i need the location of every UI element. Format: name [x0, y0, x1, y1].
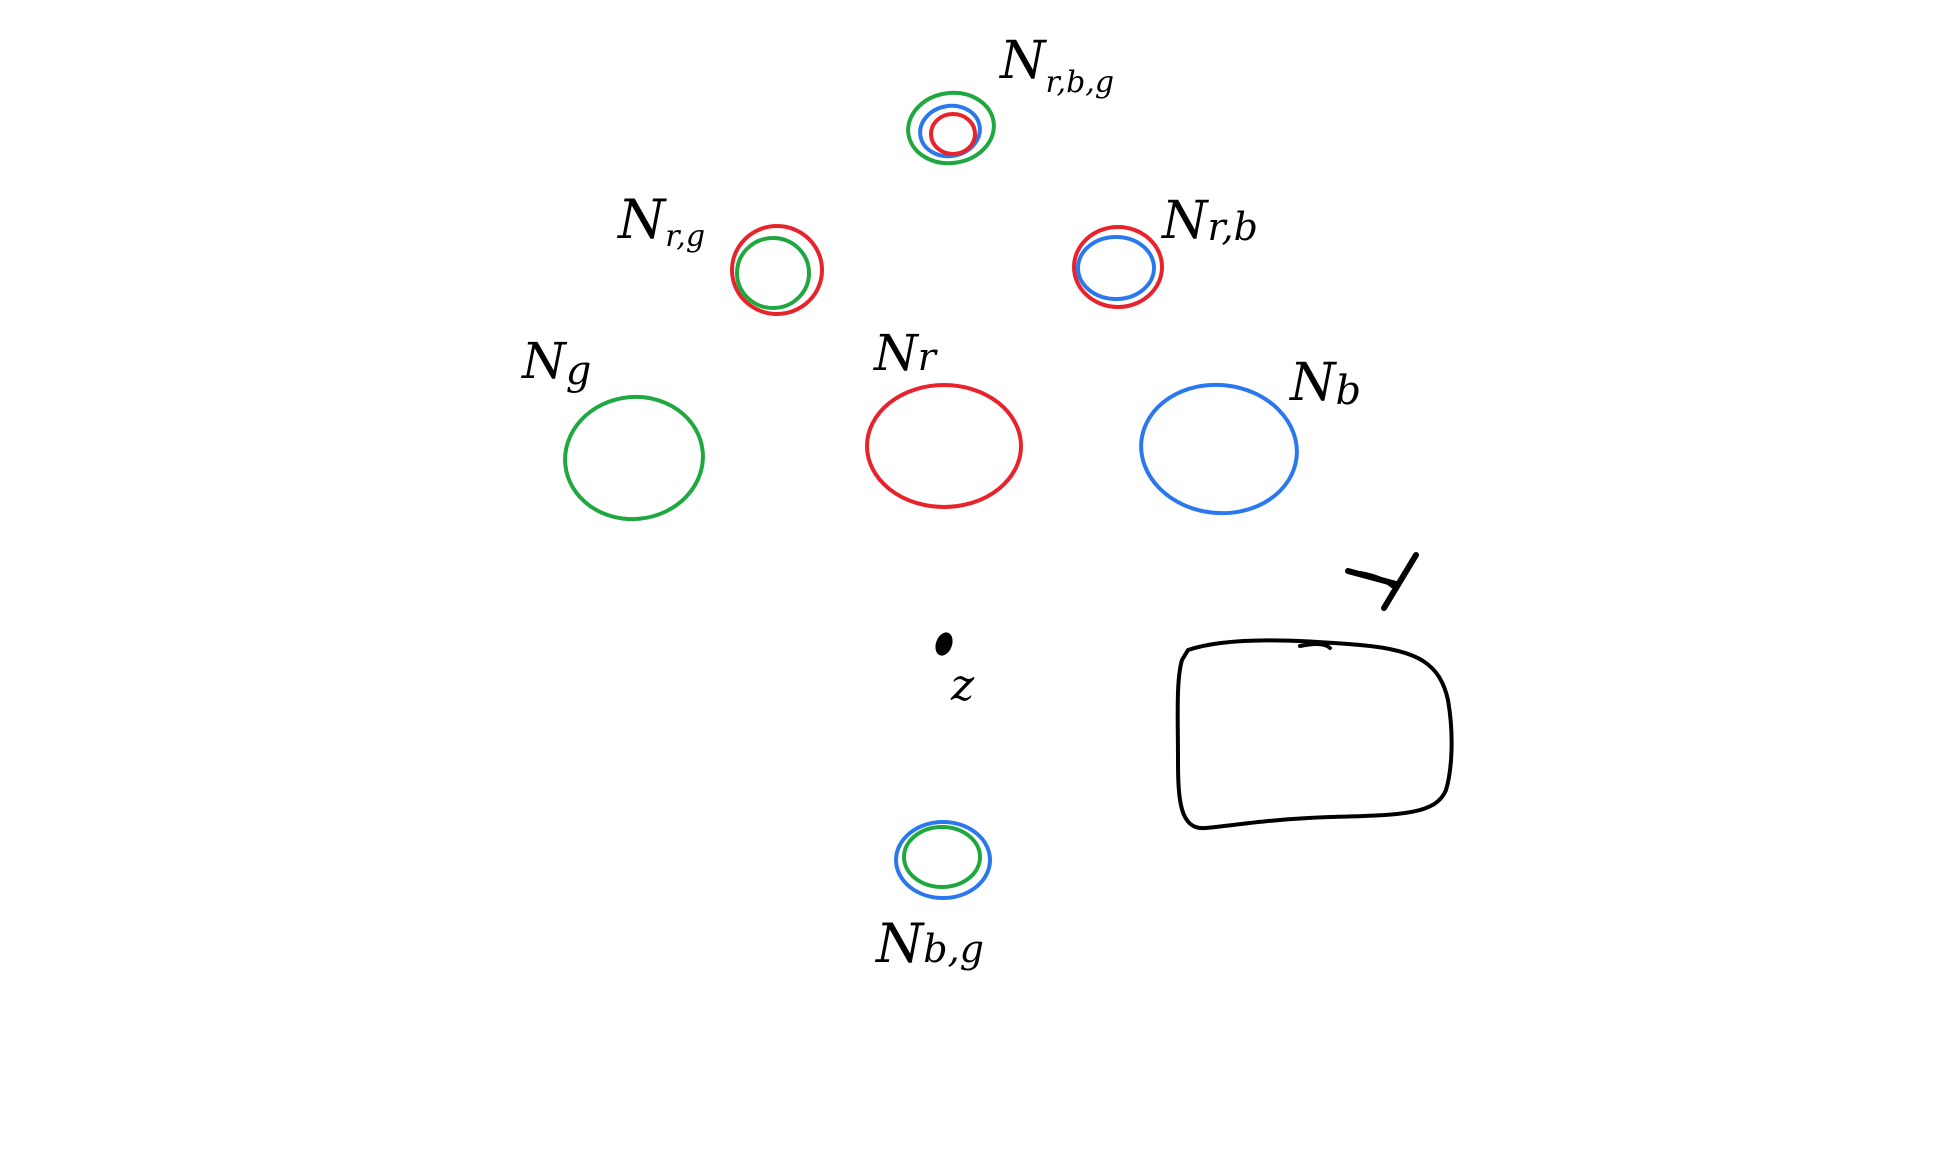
label-n-g-main: N	[521, 332, 568, 390]
circle-green-rbg	[906, 90, 996, 166]
label-n-r-main: N	[873, 324, 920, 382]
point-z: z	[935, 632, 975, 711]
label-n-bg-main: N	[874, 912, 925, 975]
angle-mark-curl	[1358, 571, 1394, 588]
angle-mark-long	[1381, 552, 1419, 611]
label-n-g-sub: g	[566, 348, 592, 394]
label-n-b: Nb	[1288, 353, 1361, 414]
node-n-g: Ng	[521, 332, 705, 522]
node-n-r: Nr	[865, 324, 1023, 509]
shape-angle-mark	[1345, 552, 1419, 611]
label-n-rbg-main: N	[998, 31, 1047, 91]
label-z: z	[950, 660, 975, 711]
circle-red-rb	[1072, 225, 1164, 309]
node-n-rb: Nr,b	[1072, 191, 1258, 309]
label-n-rb: Nr,b	[1160, 191, 1258, 251]
circle-blue-rb	[1076, 235, 1156, 301]
label-n-rbg-sub: r,b,g	[1046, 65, 1115, 100]
circle-blue-bg	[894, 820, 992, 900]
shape-rounded-box	[1175, 638, 1454, 831]
circle-blue-b	[1139, 382, 1299, 516]
label-n-b-sub: b	[1336, 368, 1362, 414]
circle-green-g	[563, 394, 705, 522]
label-n-rg-sub: r,g	[665, 219, 705, 254]
label-n-rg-main: N	[616, 188, 667, 251]
label-n-bg: Nb,g	[874, 912, 984, 975]
circle-green-bg	[902, 825, 982, 889]
label-n-r-sub: r	[918, 335, 939, 379]
label-n-rg: Nr,g	[616, 188, 705, 254]
label-n-r: Nr	[873, 324, 939, 382]
label-n-rbg: Nr,b,g	[998, 31, 1114, 100]
label-n-bg-sub: b,g	[923, 927, 984, 971]
node-n-rg: Nr,g	[616, 188, 824, 316]
node-n-bg: Nb,g	[874, 820, 992, 975]
circle-green-rg	[735, 236, 811, 310]
label-n-b-main: N	[1288, 353, 1337, 413]
node-n-rbg: Nr,b,g	[906, 31, 1114, 166]
circle-red-r	[865, 383, 1023, 509]
point-z-dot	[935, 632, 953, 656]
rounded-box-outline	[1175, 638, 1454, 831]
label-n-g: Ng	[521, 332, 591, 394]
circle-red-rg	[730, 224, 824, 316]
rounded-box-overlap-stroke	[1298, 641, 1332, 650]
node-n-b: Nb	[1139, 353, 1361, 516]
circle-red-rbg	[929, 112, 977, 156]
label-n-rb-main: N	[1160, 191, 1209, 251]
label-n-rb-sub: r,b	[1208, 205, 1258, 249]
